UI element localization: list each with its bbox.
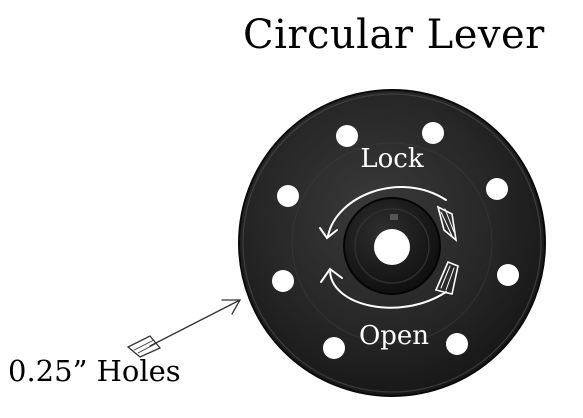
hub-ring: [354, 208, 430, 284]
lock-label: Lock: [360, 144, 423, 174]
disc-rim: [242, 93, 542, 393]
mounting-hole: [277, 185, 299, 207]
pointer-arrow-icon: [126, 299, 242, 358]
open-rotate-arrow-icon: [320, 260, 459, 309]
mounting-hole: [446, 333, 468, 355]
lock-rotate-arrow-icon: [319, 185, 458, 242]
mounting-hole: [486, 178, 508, 200]
keyway: [390, 214, 398, 220]
mounting-hole: [497, 264, 519, 286]
holes-label: 0.25” Holes: [8, 354, 181, 388]
mounting-hole: [323, 337, 345, 359]
mounting-holes: [272, 122, 519, 359]
disc-groove: [291, 142, 493, 344]
shaft-bore: [374, 229, 410, 265]
figure-title: Circular Lever: [243, 12, 545, 58]
mounting-hole: [272, 270, 294, 292]
open-label: Open: [359, 321, 429, 351]
mounting-hole: [336, 125, 358, 147]
mounting-hole: [422, 122, 444, 144]
